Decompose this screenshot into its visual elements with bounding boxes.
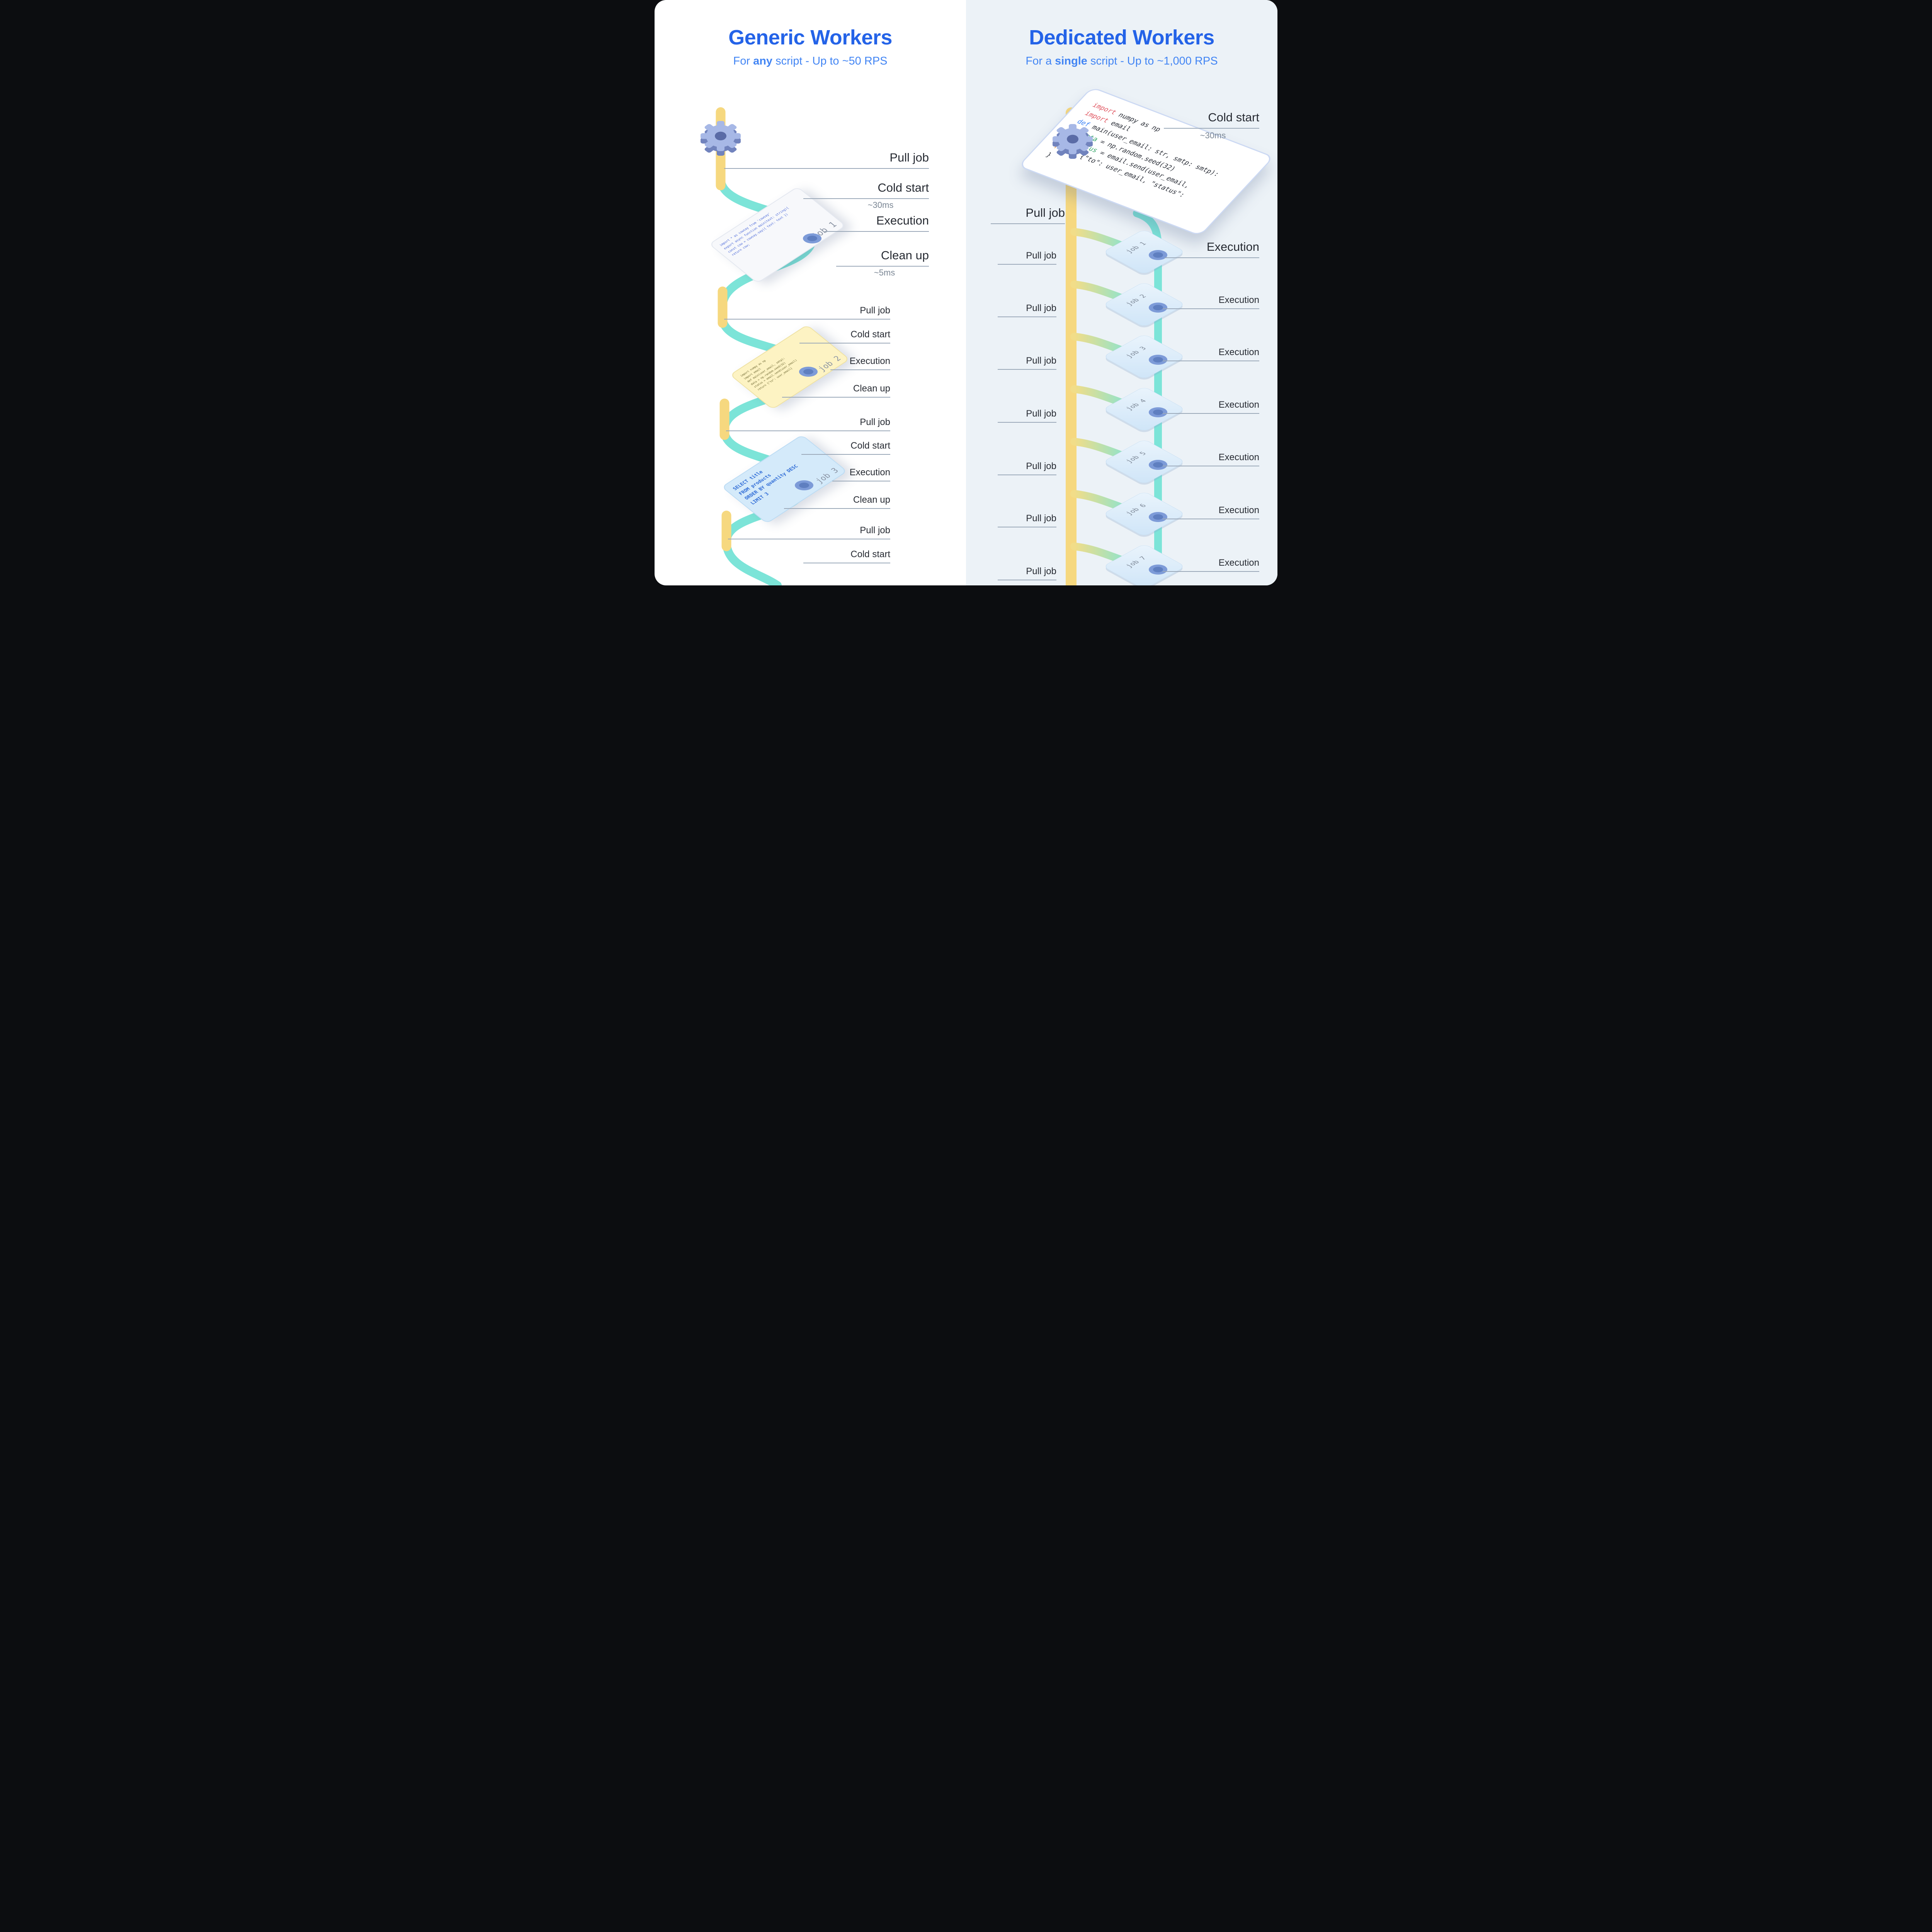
grommet-job-3 — [795, 480, 813, 490]
grommet-tile-4 — [1149, 407, 1167, 417]
grommet-job-2 — [799, 367, 818, 377]
grommet-tile-1 — [1149, 250, 1167, 260]
grommet-tile-5 — [1149, 460, 1167, 470]
dedicated-panel-background — [966, 0, 1277, 585]
workers-infographic: import * as cowsay from 'cowsay' export … — [655, 0, 1277, 585]
gear-icon — [701, 121, 741, 156]
grommet-tile-3 — [1149, 355, 1167, 365]
grommet-tile-2 — [1149, 303, 1167, 313]
grommet-tile-7 — [1149, 565, 1167, 575]
grommet-tile-6 — [1149, 512, 1167, 522]
grommet-job-1 — [803, 233, 821, 243]
gear-icon — [1053, 124, 1093, 159]
